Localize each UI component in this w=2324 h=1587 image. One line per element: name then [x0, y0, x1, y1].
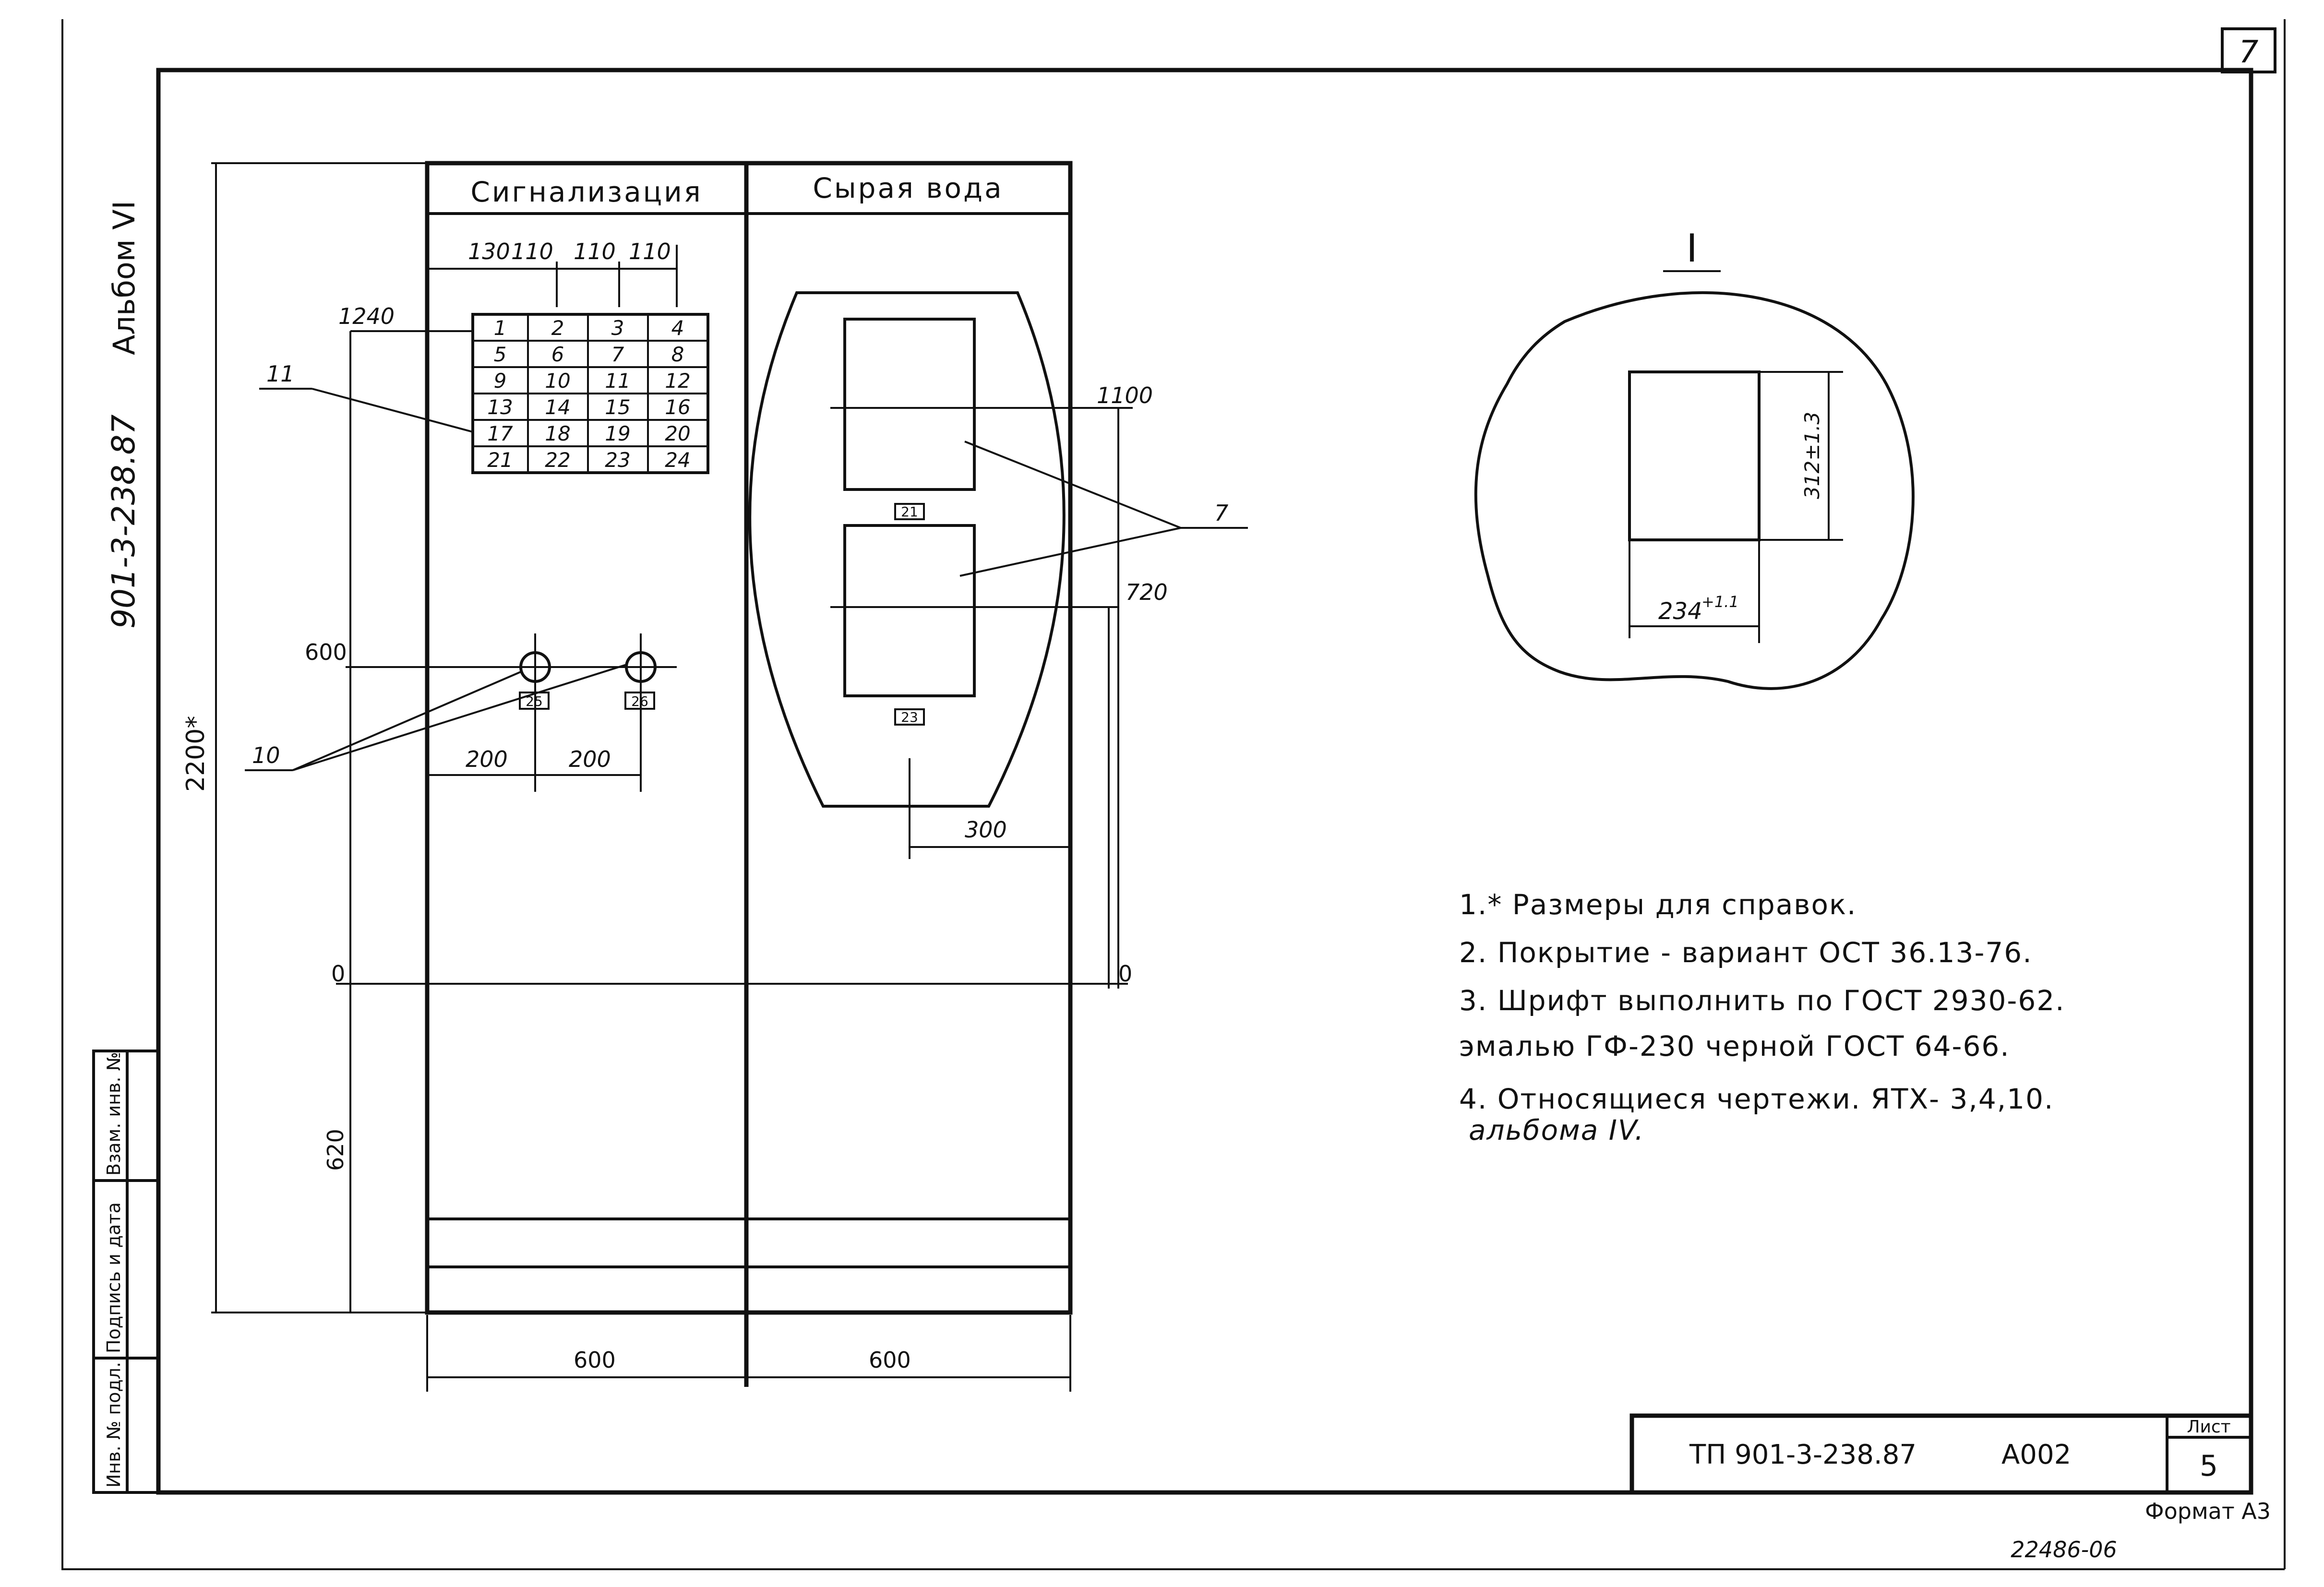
dim-1100: 1100: [1097, 382, 1153, 408]
detail-dim-horizontal-tol: +1.1: [1701, 593, 1739, 611]
dim-300: 300: [910, 817, 1070, 848]
detail-view: I 312±1.3 234 +1.1: [1474, 226, 1915, 690]
column-title-raw-water: Сырая вода: [813, 172, 1003, 204]
callout-7: 7: [1214, 500, 1228, 526]
grid-cell-11: 11: [605, 369, 630, 393]
grid-cell-8: 8: [671, 343, 684, 366]
grid-width-110-b: 110: [574, 239, 616, 264]
tag-26: 26: [631, 693, 648, 709]
dim-300-label: 300: [965, 817, 1007, 843]
title-code: ТП 901-3-238.87: [1689, 1439, 1917, 1470]
detail-dim-horizontal: 234: [1658, 598, 1702, 625]
note-4: 4. Относящиеся чертежи. ЯТХ- 3,4,10.: [1459, 1083, 2054, 1115]
grid-cell-20: 20: [665, 422, 690, 445]
sheet-edges: [61, 19, 2286, 1570]
grid-cell-2: 2: [551, 316, 564, 340]
dim-2200: 2200*: [181, 716, 210, 792]
raw-water-cutout: 21 23: [748, 291, 1118, 859]
grid-cell-9: 9: [494, 369, 507, 393]
grid-cell-21: 21: [487, 448, 513, 472]
grid-cell-3: 3: [611, 316, 624, 340]
corner-number-box: 7: [2221, 27, 2276, 73]
right-height-dims: 1100 720 0: [1070, 382, 1168, 989]
grid-cell-18: 18: [545, 422, 570, 445]
stamp-label-inv: Инв. № подл.: [103, 1362, 124, 1488]
dim-600-right: 600: [869, 1347, 911, 1373]
title-sheet-label: Лист: [2187, 1417, 2230, 1437]
dim-600-left: 600: [574, 1347, 616, 1373]
note-1: 1.* Размеры для справок.: [1459, 888, 1857, 921]
inner-frame: [156, 68, 2253, 1495]
grid-width-dims: 130 110 110 110: [427, 239, 678, 307]
title-doc: А002: [2001, 1439, 2071, 1470]
note-3: 3. Шрифт выполнить по ГОСТ 2930-62.: [1459, 984, 2065, 1017]
note-4-cont: альбома IV.: [1469, 1114, 1644, 1146]
detail-dim-vertical: 312±1.3: [1800, 412, 1824, 499]
stamp-strip: Инв. № подл. Подпись и дата Взам. инв. №: [92, 1050, 160, 1494]
side-code: 901-3-238.87: [105, 414, 142, 629]
format-label: Формат А3: [2145, 1498, 2271, 1524]
callout-10: 10: [252, 742, 280, 768]
grid-cell-1: 1: [494, 316, 507, 340]
grid-cell-22: 22: [545, 448, 570, 472]
grid-cell-4: 4: [671, 316, 684, 340]
lamp-spacing-dims: 200 200: [427, 746, 641, 776]
grid-cell-12: 12: [665, 369, 690, 393]
callouts: 11 10 7: [245, 361, 1248, 771]
grid-cell-19: 19: [605, 422, 630, 445]
note-2: 2. Покрытие - вариант ОСТ 36.13-76.: [1459, 936, 2033, 969]
column-title-signaling: Сигнализация: [470, 176, 702, 208]
grid-cell-5: 5: [494, 343, 507, 366]
grid-cell-10: 10: [545, 369, 570, 393]
stamp-label-sign: Подпись и дата: [103, 1202, 124, 1353]
title-sheet-number: 5: [2200, 1449, 2218, 1483]
grid-cell-13: 13: [487, 395, 513, 419]
callout-11: 11: [266, 361, 295, 387]
grid-width-110-c: 110: [629, 239, 671, 264]
archive-number: 22486-06: [2011, 1537, 2117, 1563]
dim-zero-left: 0: [331, 961, 345, 987]
notes: 1.* Размеры для справок. 2. Покрытие - в…: [1459, 888, 2065, 1146]
title-block: ТП 901-3-238.87 А002 Лист 5: [1629, 1413, 2253, 1495]
tag-21: 21: [901, 504, 918, 520]
dim-200-a: 200: [466, 746, 508, 772]
left-height-dims: 2200* 1240 600 0 620: [181, 162, 504, 1313]
grid-cell-7: 7: [611, 343, 624, 366]
side-album: Альбом VI: [107, 201, 142, 355]
dim-1240: 1240: [338, 303, 395, 329]
bottom-width-dims: 600 600: [426, 1315, 1071, 1392]
tag-23: 23: [901, 709, 918, 725]
dim-600-height: 600: [305, 639, 347, 665]
dim-200-b: 200: [569, 746, 611, 772]
dim-720: 720: [1126, 579, 1168, 605]
dim-620: 620: [323, 1129, 348, 1171]
lamps: 25 26: [504, 633, 677, 792]
corner-number: 7: [2239, 35, 2259, 70]
grid-cell-6: 6: [551, 343, 564, 366]
grid-cell-15: 15: [605, 395, 630, 419]
grid-cell-14: 14: [545, 395, 570, 419]
grid-cell-24: 24: [665, 448, 690, 472]
grid-width-130: 130: [468, 239, 510, 264]
stamp-label-replace: Взам. инв. №: [103, 1052, 124, 1176]
detail-label: I: [1686, 226, 1698, 271]
grid-cell-17: 17: [487, 422, 513, 445]
grid-width-110-a: 110: [511, 239, 553, 264]
grid-cell-16: 16: [665, 395, 690, 419]
dim-zero-right: 0: [1118, 961, 1132, 987]
grid-cell-23: 23: [605, 448, 630, 472]
note-3-cont: эмалью ГФ-230 черной ГОСТ 64-66.: [1459, 1030, 2010, 1062]
